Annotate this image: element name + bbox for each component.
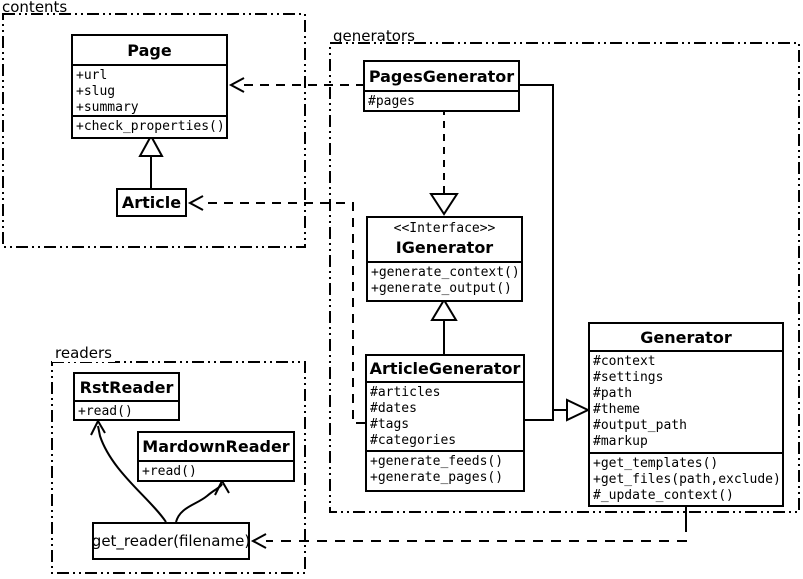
contents-package-border (2, 13, 306, 248)
class-generator-attributes: #context#settings#path#theme#output_path… (590, 350, 782, 452)
edge-articlegenerator-to-igenerator-generalization (430, 298, 458, 354)
class-article-title: Article (121, 193, 182, 212)
class-articlegenerator-title: ArticleGenerator (369, 359, 521, 378)
function-get-reader-box: get_reader(filename) (92, 522, 250, 560)
contents-package-label: contents (2, 0, 68, 16)
class-articlegenerator-methods: +generate_feeds()+generate_pages() (367, 450, 523, 490)
class-articlegenerator-attributes: #articles#dates#tags#categories (367, 381, 523, 450)
class-generator-methods: +get_templates()+get_files(path,exclude)… (590, 452, 782, 505)
edge-generators-to-generator-generalization (520, 84, 591, 422)
class-rstreader-title: RstReader (79, 377, 174, 397)
edge-getreader-to-mardownreader-arrow (175, 478, 230, 523)
readers-package-border (51, 361, 306, 574)
generators-package-border (329, 42, 800, 513)
generators-package-label: generators (333, 27, 415, 45)
interface-igenerator: <<Interface>> IGenerator +generate_conte… (366, 216, 523, 302)
edge-pagesgenerator-to-igenerator-realization (429, 108, 459, 216)
class-article: Article (116, 188, 187, 217)
class-pagesgenerator-attributes: #pages (365, 90, 518, 110)
class-mardownreader-title: MardownReader (142, 437, 290, 456)
edge-getreader-to-rstreader-arrow (90, 418, 167, 523)
class-page-title: Page (127, 40, 172, 60)
interface-igenerator-title: IGenerator (395, 238, 494, 257)
class-rstreader: RstReader +read() (73, 372, 180, 421)
edge-generator-to-getreader-dependency (250, 503, 687, 549)
edge-article-to-page-generalization (138, 133, 164, 189)
edge-articlegenerator-to-article-dependency (187, 195, 365, 424)
class-pagesgenerator: PagesGenerator #pages (363, 60, 520, 112)
class-pagesgenerator-title: PagesGenerator (368, 66, 515, 86)
class-mardownreader: MardownReader +read() (137, 431, 295, 482)
class-page-attributes: +url+slug+summary (73, 64, 226, 115)
class-articlegenerator: ArticleGenerator #articles#dates#tags#ca… (365, 354, 525, 492)
class-mardownreader-methods: +read() (139, 460, 293, 480)
class-rstreader-methods: +read() (75, 400, 178, 419)
class-generator-title: Generator (640, 327, 732, 347)
interface-igenerator-header: <<Interface>> IGenerator (368, 218, 521, 261)
class-generator: Generator #context#settings#path#theme#o… (588, 322, 784, 507)
readers-package-label: readers (52, 344, 115, 362)
class-page-methods: +check_properties() (73, 115, 226, 137)
interface-igenerator-stereotype: <<Interface>> (393, 221, 496, 236)
function-get-reader-label: get_reader(filename) (91, 532, 251, 550)
edge-pagesgenerator-to-page-dependency (228, 77, 363, 93)
interface-igenerator-methods: +generate_context()+generate_output() (368, 261, 521, 300)
class-page: Page +url+slug+summary +check_properties… (71, 34, 228, 139)
